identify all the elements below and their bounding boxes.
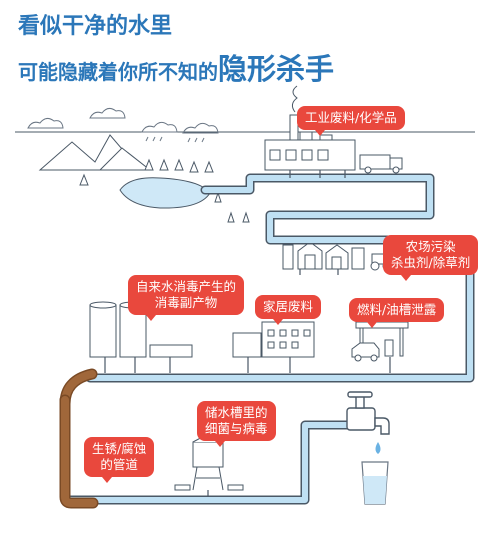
label-disinfection-byproducts: 自来水消毒产生的消毒副产物 [128,275,245,321]
label-fuel-leak: 燃料/油槽泄露 [349,298,445,328]
label-farm-line1: 农场污染 [405,239,456,254]
title-line-1: 看似干净的水里 [18,14,173,39]
truck-icon [359,154,403,174]
label-tank-line2: 细菌与病毒 [205,421,268,436]
barn-icon [282,241,365,270]
tree-icon [79,158,250,223]
pipe-branches [104,170,391,496]
title-highlight: 隐形杀手 [218,52,335,86]
house-icon [232,321,315,358]
lake [119,177,211,209]
water-tower-icon [174,433,244,491]
factory-icon [264,85,356,171]
rain-icon [145,136,205,143]
label-industrial-waste: 工业废料/化学品 [297,106,405,136]
title-line-2: 可能隐藏着你所不知的隐形杀手 [18,46,334,88]
label-rust-line1: 生锈/腐蚀 [92,441,147,456]
title-prefix: 可能隐藏着你所不知的 [18,60,218,84]
mountain-icon [38,134,152,171]
label-household-waste: 家居废料 [255,295,322,325]
label-rusty-pipes: 生锈/腐蚀的管道 [84,437,155,483]
water-drop-icon [375,442,381,454]
label-tank-line1: 储水槽里的 [205,405,268,420]
cloud-icon [27,107,219,134]
label-farm-pollution: 农场污染杀虫剂/除草剂 [383,235,479,281]
label-tank-bacteria: 储水槽里的细菌与病毒 [197,401,276,447]
glass-icon [361,461,389,505]
gas-station-icon [351,321,409,362]
faucet-icon [346,391,390,435]
label-disinfection-line2: 消毒副产物 [154,295,218,310]
label-disinfection-line1: 自来水消毒产生的 [136,279,237,294]
label-farm-line2: 杀虫剂/除草剂 [391,255,471,270]
label-rust-line2: 的管道 [100,457,138,472]
